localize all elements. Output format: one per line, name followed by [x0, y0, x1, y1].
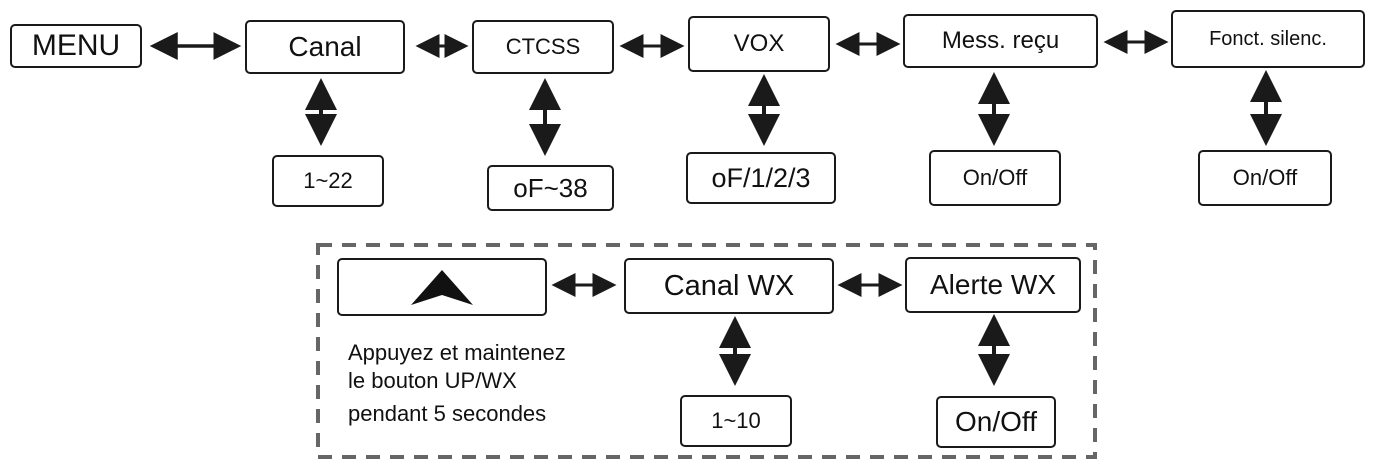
mess-value: On/Off [962, 165, 1028, 190]
vox-value-box: oF/1/2/3 [686, 152, 836, 204]
canal-value-box: 1~22 [272, 155, 384, 207]
ctcss-label: CTCSS [505, 34, 581, 59]
ctcss-box: CTCSS [472, 20, 614, 74]
wx-group-border [316, 243, 1097, 459]
ctcss-value-box: oF~38 [487, 165, 614, 211]
vox-box: VOX [688, 16, 830, 72]
alerte-wx-value: On/Off [955, 406, 1037, 437]
fonct-silenc-box: Fonct. silenc. [1171, 10, 1365, 68]
wx-instruction-line-2: le bouton UP/WX [348, 368, 517, 394]
canal-box: Canal [245, 20, 405, 74]
mess-value-box: On/Off [929, 150, 1061, 206]
silenc-value-box: On/Off [1198, 150, 1332, 206]
wx-instruction-line-3: pendant 5 secondes [348, 400, 547, 426]
canal-wx-value-box: 1~10 [680, 395, 792, 447]
vox-label: VOX [733, 30, 785, 57]
mess-recu-box: Mess. reçu [903, 14, 1098, 68]
canal-wx-value: 1~10 [711, 408, 761, 433]
alerte-wx-label: Alerte WX [929, 269, 1057, 300]
up-triangle-icon [411, 270, 473, 305]
canal-label: Canal [288, 31, 362, 62]
menu-label: MENU [31, 29, 121, 62]
silenc-value: On/Off [1232, 165, 1298, 190]
wx-instruction: Appuyez et maintenez le bouton UP/WX pen… [348, 340, 566, 427]
ctcss-value: oF~38 [513, 172, 588, 203]
wx-instruction-line-1: Appuyez et maintenez [348, 340, 566, 365]
up-button-box [337, 258, 547, 316]
canal-value: 1~22 [303, 168, 353, 193]
alerte-wx-value-box: On/Off [936, 396, 1056, 448]
fonct-silenc-label: Fonct. silenc. [1209, 27, 1327, 50]
alerte-wx-box: Alerte WX [905, 257, 1081, 313]
menu-box: MENU [10, 24, 142, 68]
canal-wx-label: Canal WX [663, 269, 795, 302]
canal-wx-box: Canal WX [624, 258, 834, 314]
vox-value: oF/1/2/3 [711, 162, 811, 193]
mess-recu-label: Mess. reçu [941, 27, 1060, 54]
